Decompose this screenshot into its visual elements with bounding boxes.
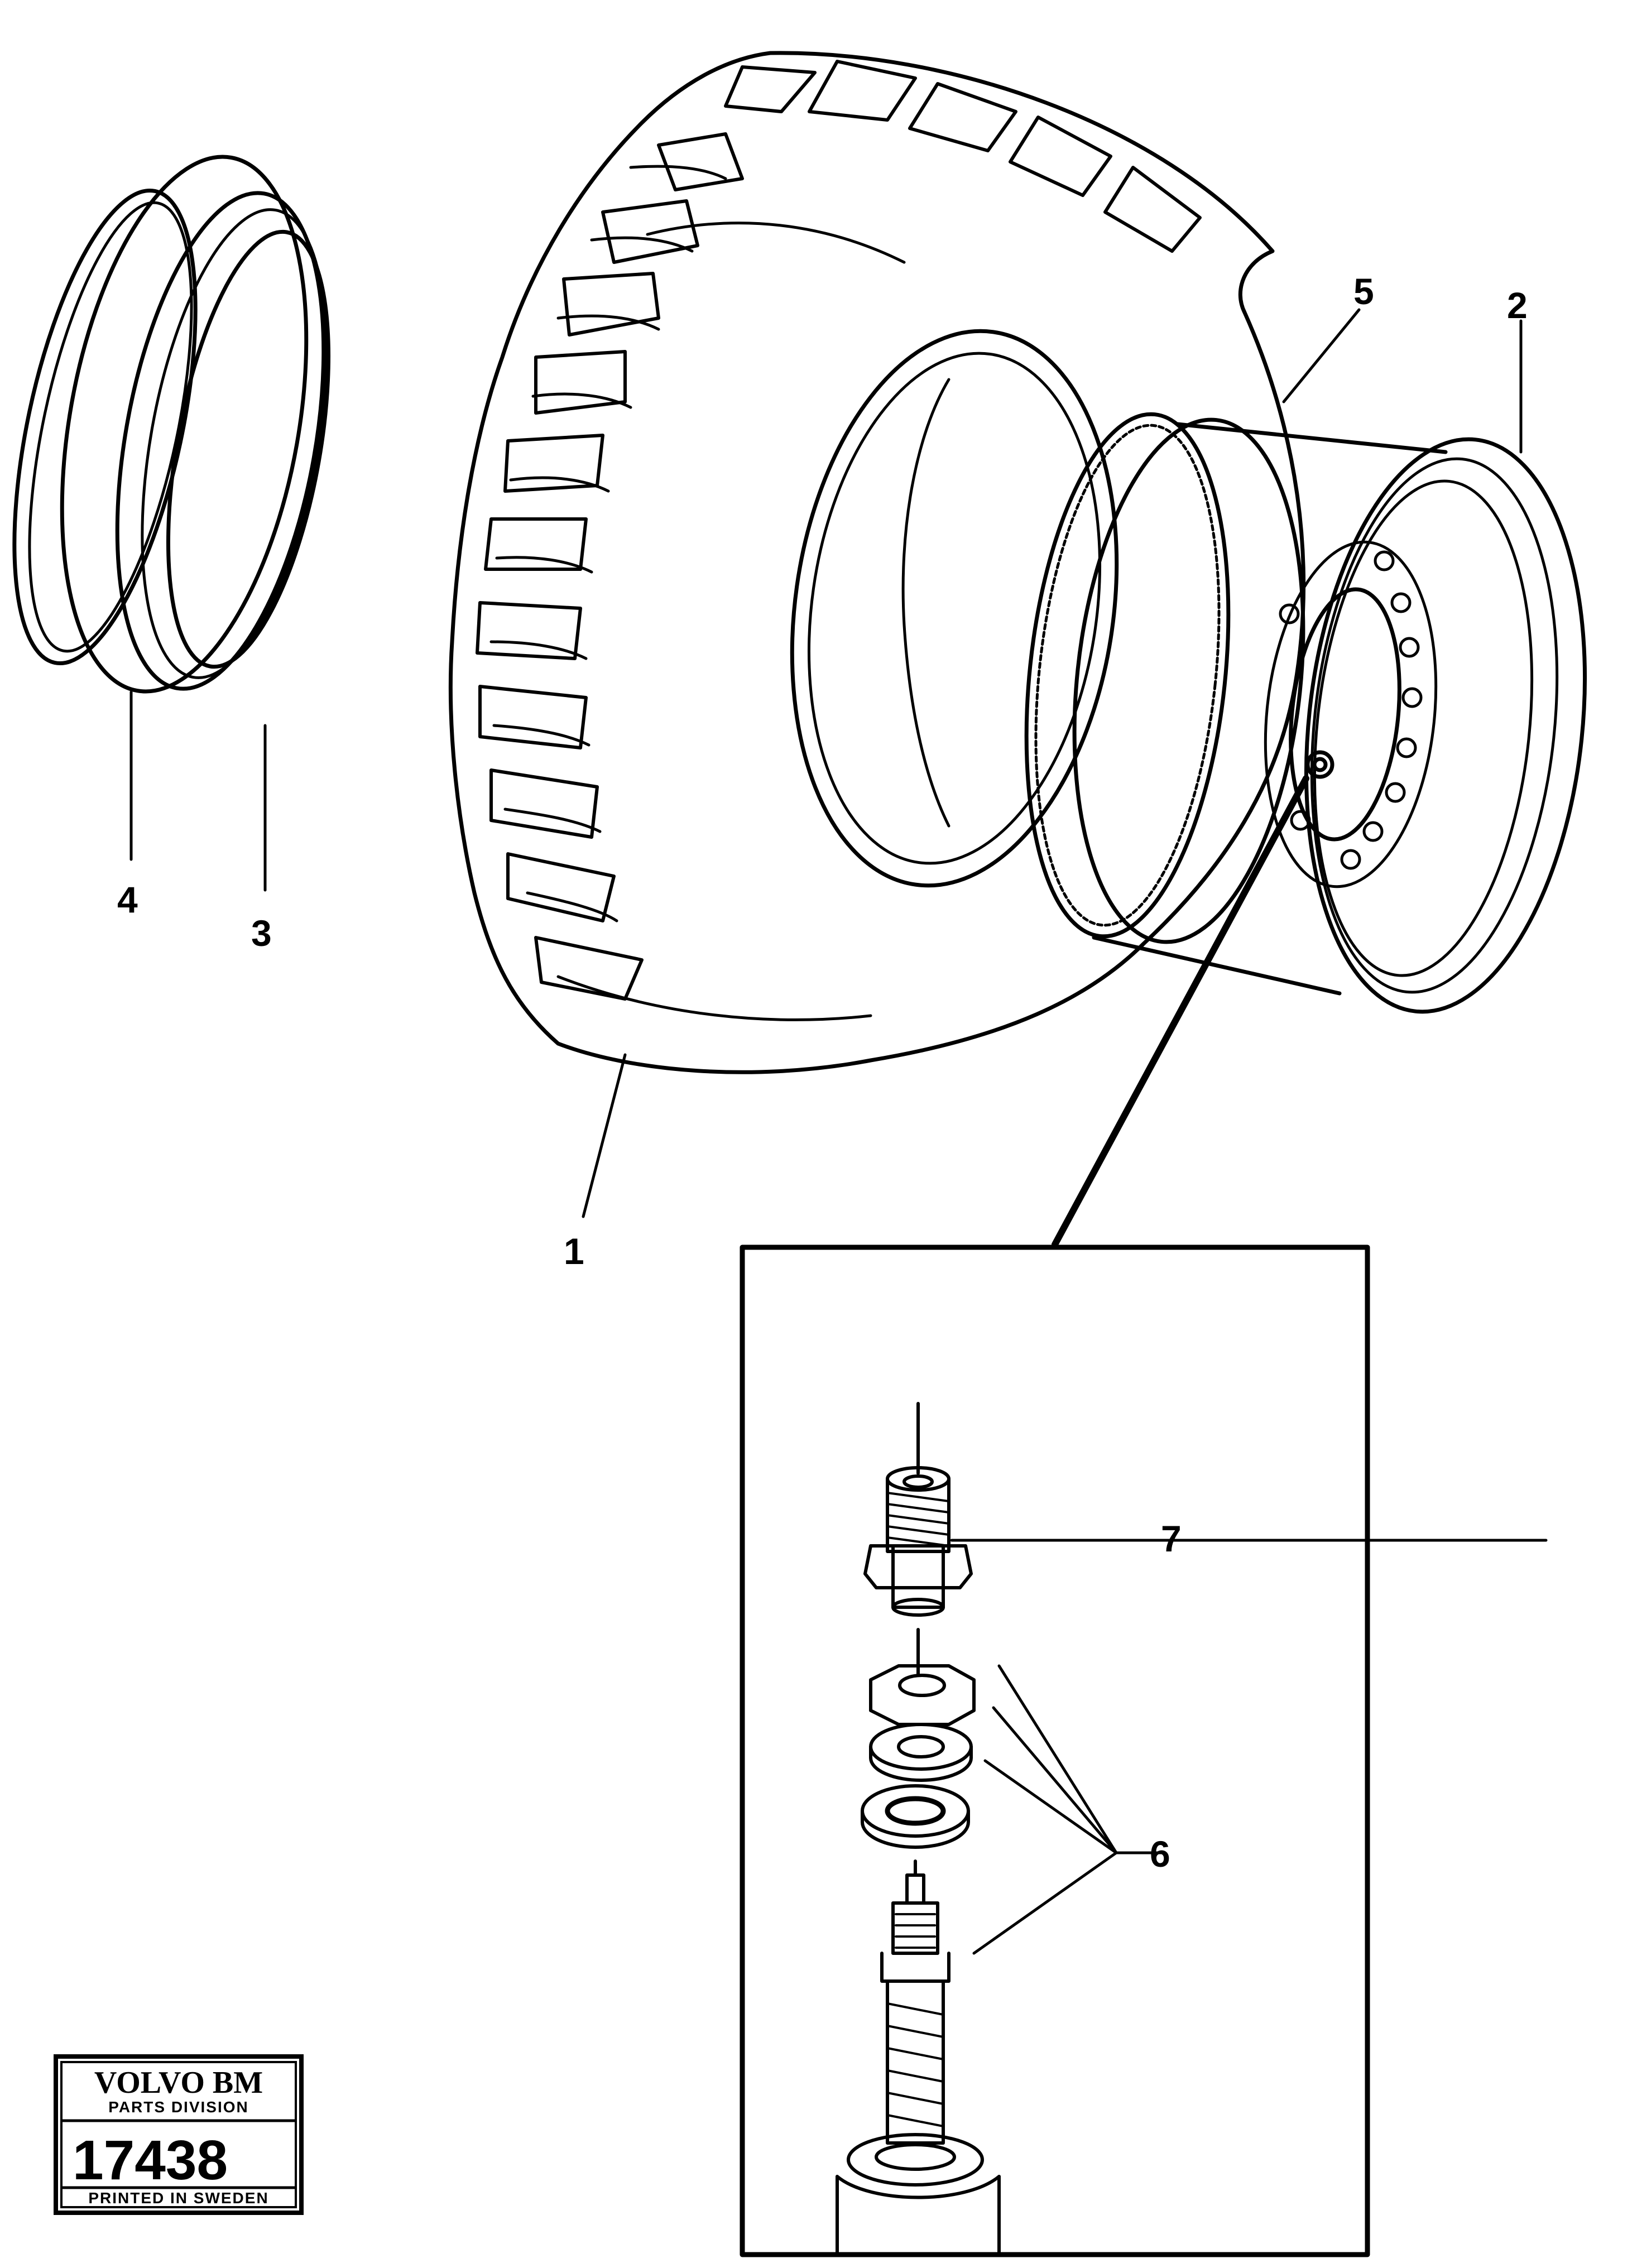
stamp-brand: VOLVO BM: [94, 2065, 263, 2100]
leader-lines: [129, 308, 1548, 1955]
callout-2: 2: [1507, 285, 1528, 326]
parts-stamp: VOLVO BM PARTS DIVISION 17438 PRINTED IN…: [54, 2054, 304, 2215]
valve-kit-part-6: [836, 1628, 1001, 2256]
stamp-printed: PRINTED IN SWEDEN: [88, 2189, 268, 2207]
callout-4: 4: [117, 879, 138, 920]
stamp-division: PARTS DIVISION: [108, 2098, 249, 2116]
callout-labels: 4 3 1 5 2 7 6: [117, 271, 1528, 1875]
stamp-number: 17438: [73, 2129, 228, 2192]
valve-detail-box: [740, 1244, 1370, 2257]
callout-7: 7: [1161, 1518, 1182, 1559]
callout-6: 6: [1150, 1833, 1170, 1875]
valve-adapter-part-7: [863, 1402, 973, 1617]
o-ring-part-5: [1024, 412, 1231, 939]
callout-5: 5: [1353, 271, 1374, 312]
rim-part-2: [1072, 417, 1587, 1014]
lock-ring-part-4: [12, 188, 198, 666]
callout-3: 3: [251, 912, 272, 954]
side-ring-part-3: [60, 155, 331, 694]
detail-pointer: [1052, 775, 1309, 1248]
tyre-part-1: [448, 51, 1306, 1074]
callout-1: 1: [564, 1231, 584, 1272]
